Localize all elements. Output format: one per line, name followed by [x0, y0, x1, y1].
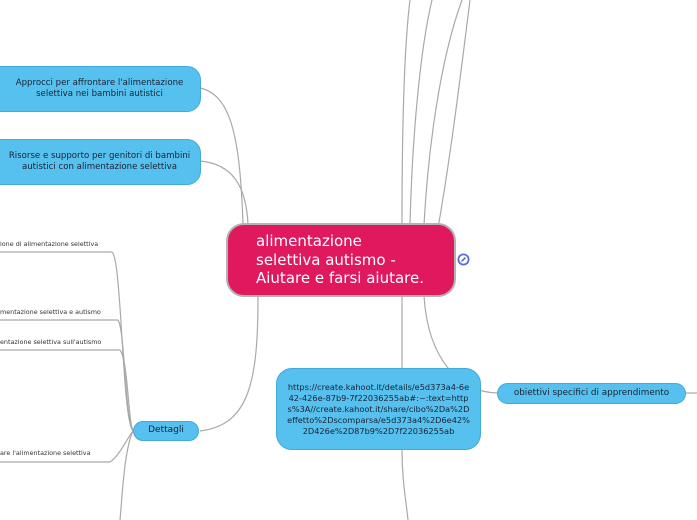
- node-obiettivi[interactable]: obiettivi specifici di apprendimento: [497, 383, 686, 404]
- connector-leaf-5: [119, 430, 134, 520]
- connector-top-3: [423, 0, 463, 226]
- node-approcci[interactable]: Approcci per affrontare l'alimentazione …: [0, 66, 201, 112]
- leaf-2[interactable]: mentazione selettiva e autismo: [0, 308, 101, 316]
- leaf-3[interactable]: entazione selettiva sull'autismo: [0, 338, 102, 346]
- leaf-4[interactable]: are l'alimentazione selettiva: [0, 449, 91, 457]
- connector-leaf-2: [117, 319, 134, 432]
- connector-obiettivi: [423, 295, 498, 394]
- connector-top-4: [437, 0, 471, 229]
- connector-leaf-3: [119, 349, 134, 432]
- connector-top-2: [409, 0, 433, 226]
- node-approcci-label: Approcci per affrontare l'alimentazione …: [15, 77, 184, 100]
- central-topic-label: alimentazione selettiva autismo - Aiutar…: [256, 232, 425, 288]
- node-obiettivi-label: obiettivi specifici di apprendimento: [513, 387, 670, 398]
- connector-top-1: [401, 0, 411, 226]
- node-kahoot-link-label: https://create.kahoot.it/details/e5d373a…: [287, 381, 470, 436]
- node-dettagli[interactable]: Dettagli: [133, 421, 199, 441]
- node-kahoot-link[interactable]: https://create.kahoot.it/details/e5d373a…: [276, 368, 481, 450]
- central-topic[interactable]: alimentazione selettiva autismo - Aiutar…: [226, 223, 456, 297]
- connector-bottom: [401, 449, 409, 520]
- connector-leaf-4: [109, 430, 134, 463]
- connector-approcci: [199, 87, 244, 225]
- leaf-1[interactable]: ione di alimentazione selettiva: [0, 240, 99, 248]
- node-risorse[interactable]: Risorse e supporto per genitori di bambi…: [0, 139, 201, 185]
- connector-risorse: [199, 160, 249, 225]
- node-dettagli-label: Dettagli: [148, 425, 184, 436]
- edit-note-icon[interactable]: [457, 253, 470, 266]
- node-risorse-label: Risorse e supporto per genitori di bambi…: [8, 150, 191, 173]
- connector-dettagli: [199, 295, 259, 432]
